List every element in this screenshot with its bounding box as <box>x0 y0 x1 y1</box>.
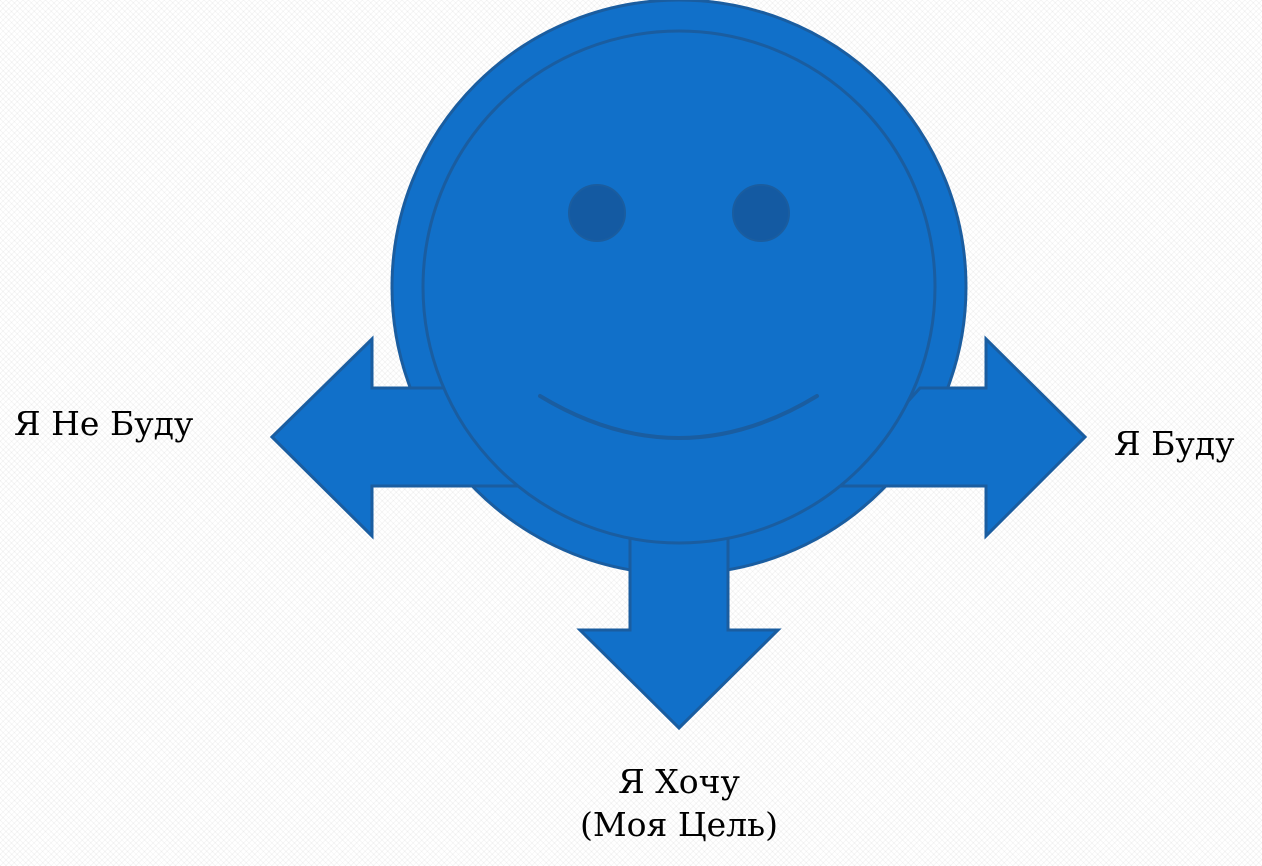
smile-mouth <box>538 394 819 440</box>
label-want-goal: Я Хочу (Моя Цель) <box>0 760 1262 846</box>
label-will-not: Я Не Буду <box>14 404 194 443</box>
label-want: Я Хочу <box>618 762 740 801</box>
left-eye <box>568 184 626 242</box>
right-eye <box>732 184 790 242</box>
label-goal: (Моя Цель) <box>580 805 778 844</box>
inner-face-circle <box>421 29 937 545</box>
label-will: Я Буду <box>1114 424 1235 463</box>
